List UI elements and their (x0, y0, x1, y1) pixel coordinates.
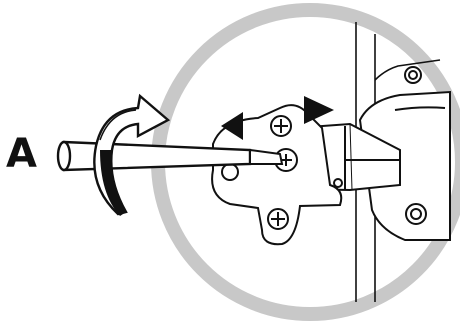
rotation-arrow (93, 93, 171, 216)
screwdriver-tip (249, 148, 284, 165)
callout-label-a: A (6, 131, 37, 177)
arm-rivet-icon (333, 178, 343, 188)
arrow-right-icon (304, 96, 334, 124)
hinge-cup (358, 66, 451, 241)
arrow-left-icon (221, 112, 243, 140)
plate-screw-left-icon (221, 163, 239, 181)
